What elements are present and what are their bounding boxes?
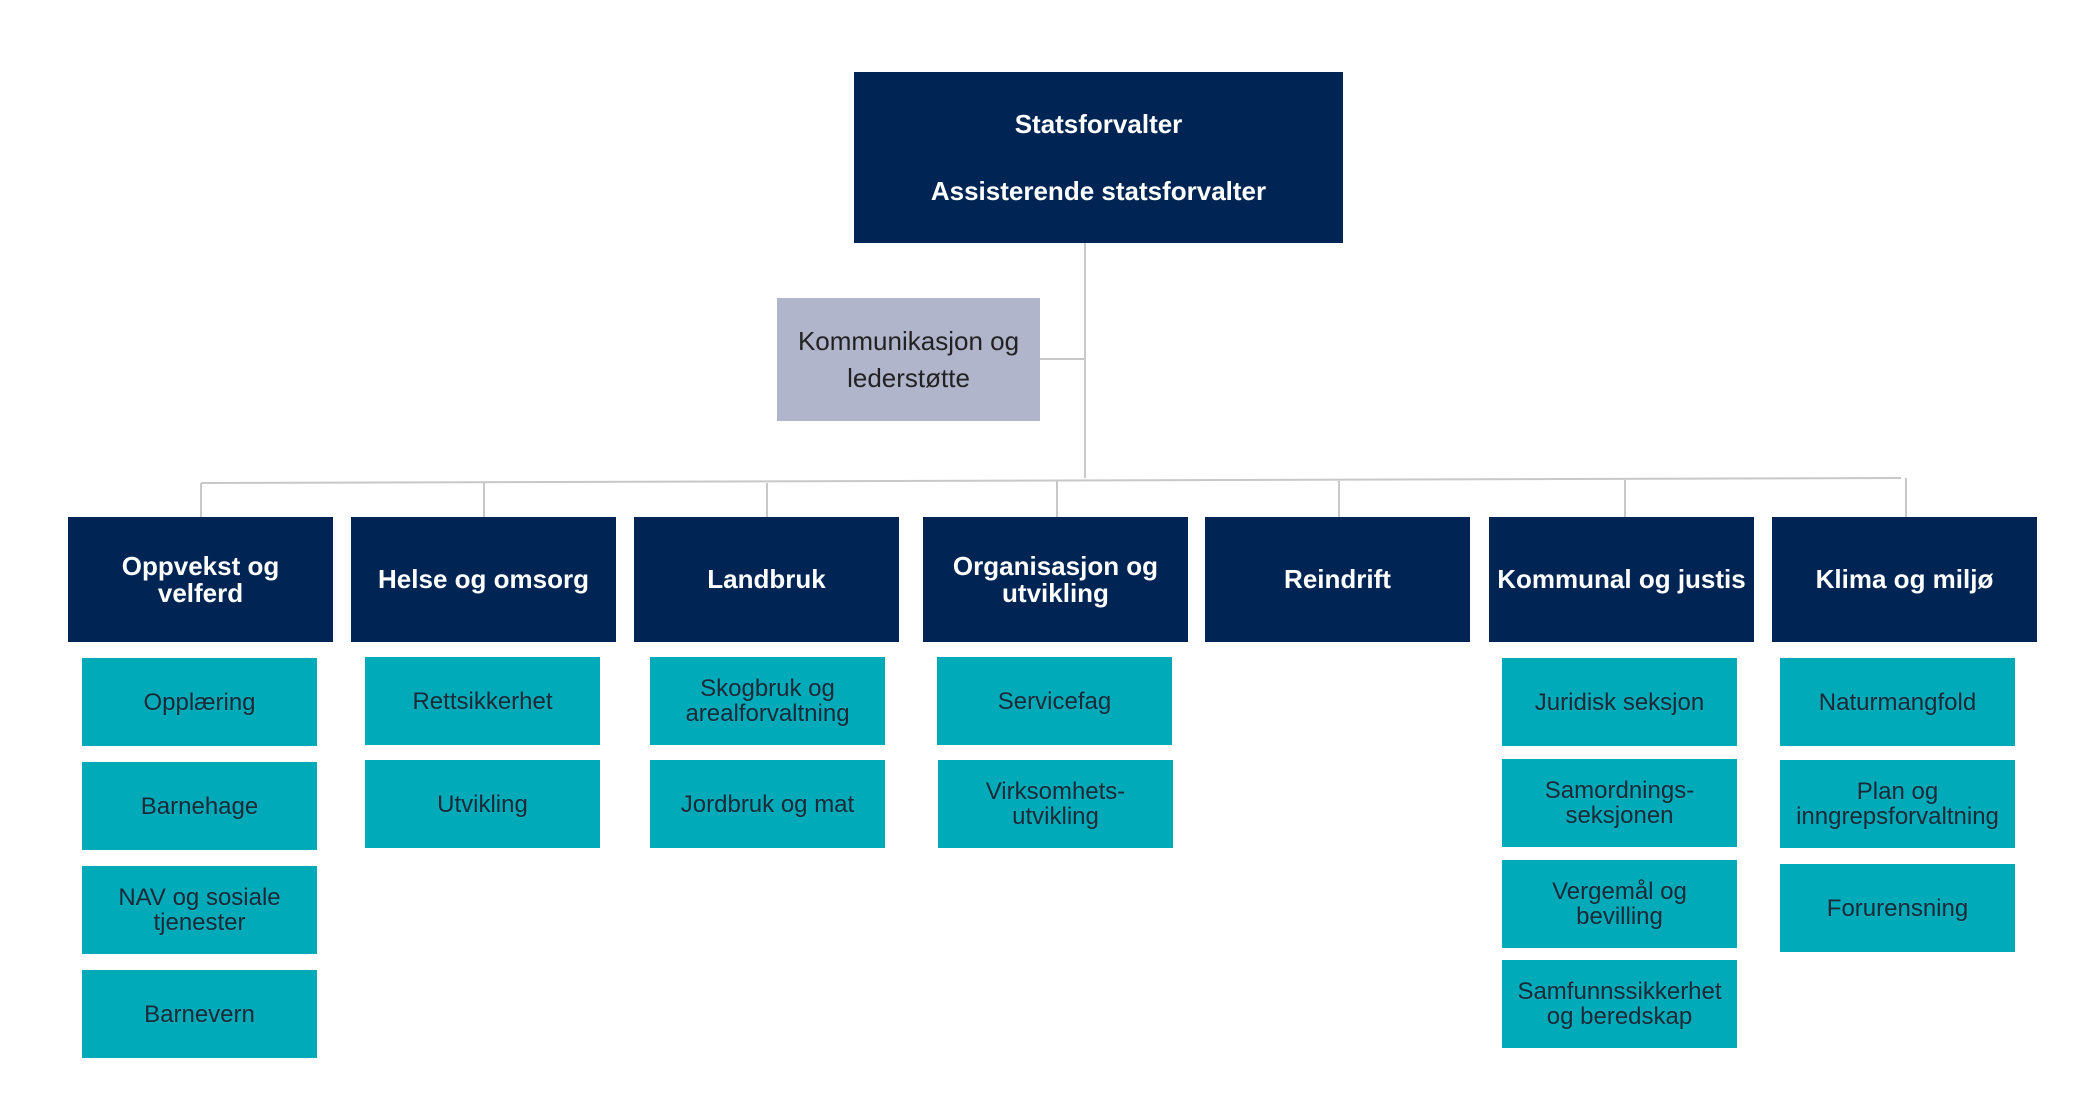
staff-function-box: Kommunikasjon og lederstøtte: [777, 298, 1040, 421]
unit-box: Naturmangfold: [1780, 658, 2015, 746]
unit-box: Juridisk seksjon: [1502, 658, 1737, 746]
unit-box: Rettsikkerhet: [365, 657, 600, 745]
dept-landbruk: Landbruk: [634, 517, 899, 642]
unit-box: Forurensning: [1780, 864, 2015, 952]
unit-box: Skogbruk og arealforvaltning: [650, 657, 885, 745]
unit-box: Barnevern: [82, 970, 317, 1058]
unit-box: NAV og sosiale tjenester: [82, 866, 317, 954]
unit-box: Samfunnssikkerhet og beredskap: [1502, 960, 1737, 1048]
unit-box: Opplæring: [82, 658, 317, 746]
leadership-subtitle: Assisterende statsforvalter: [930, 175, 1267, 206]
unit-box: Samordnings-seksjonen: [1502, 759, 1737, 847]
unit-box: Virksomhets-utvikling: [938, 760, 1173, 848]
dept-reindrift: Reindrift: [1205, 517, 1470, 642]
leadership-title: Statsforvalter: [1014, 108, 1183, 139]
unit-box: Plan og inngrepsforvaltning: [1780, 760, 2015, 848]
unit-box: Vergemål og bevilling: [1502, 860, 1737, 948]
dept-organisasjon-og-utvikling: Organisasjon og utvikling: [923, 517, 1188, 642]
dept-oppvekst-og-velferd: Oppvekst og velferd: [68, 517, 333, 642]
unit-box: Utvikling: [365, 760, 600, 848]
dept-kommunal-og-justis: Kommunal og justis: [1489, 517, 1754, 642]
dept-helse-og-omsorg: Helse og omsorg: [351, 517, 616, 642]
unit-box: Jordbruk og mat: [650, 760, 885, 848]
unit-box: Servicefag: [937, 657, 1172, 745]
leadership-box: Statsforvalter Assisterende statsforvalt…: [854, 72, 1343, 243]
dept-klima-og-miljo: Klima og miljø: [1772, 517, 2037, 642]
unit-box: Barnehage: [82, 762, 317, 850]
horizontal-bus: [200, 477, 1902, 484]
